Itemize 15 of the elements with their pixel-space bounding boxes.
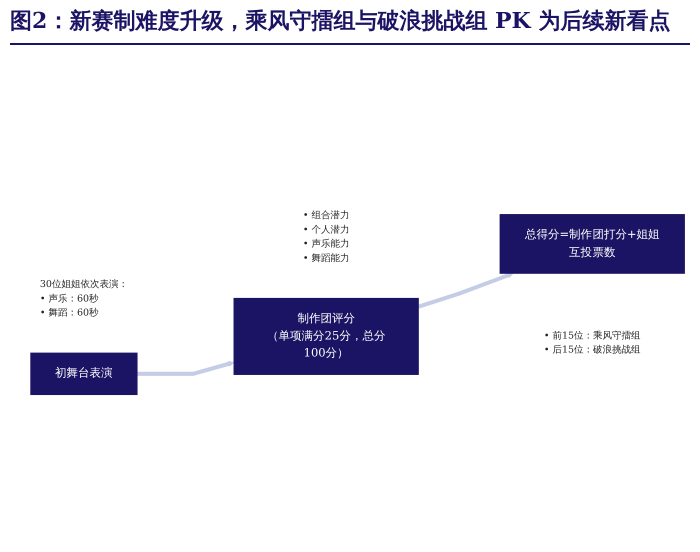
node-label: • 舞蹈：60秒: [40, 307, 99, 318]
title: 图2：新赛制难度升级，乘风守擂组与破浪挑战组 PK 为后续新看点: [10, 6, 690, 45]
node-label: • 前15位：乘风守擂组: [544, 330, 641, 341]
node-box: 制作团评分 （单项满分25分，总分100分）: [234, 298, 419, 375]
node-label: • 声乐能力: [302, 238, 350, 250]
node-label: • 组合潜力: [302, 210, 350, 221]
node-label: • 个人潜力: [302, 224, 350, 235]
node-label: 30位姐姐依次表演：: [40, 278, 128, 290]
node-label: • 声乐：60秒: [40, 293, 99, 304]
node-label: • 后15位：破浪挑战组: [544, 344, 641, 356]
node-box: 初舞台表演: [30, 352, 138, 395]
arrow: [418, 272, 514, 308]
node-box: 总得分=制作团打分+姐姐互投票数: [500, 214, 685, 274]
arrow: [137, 360, 234, 376]
node-label: • 舞蹈能力: [302, 252, 350, 264]
